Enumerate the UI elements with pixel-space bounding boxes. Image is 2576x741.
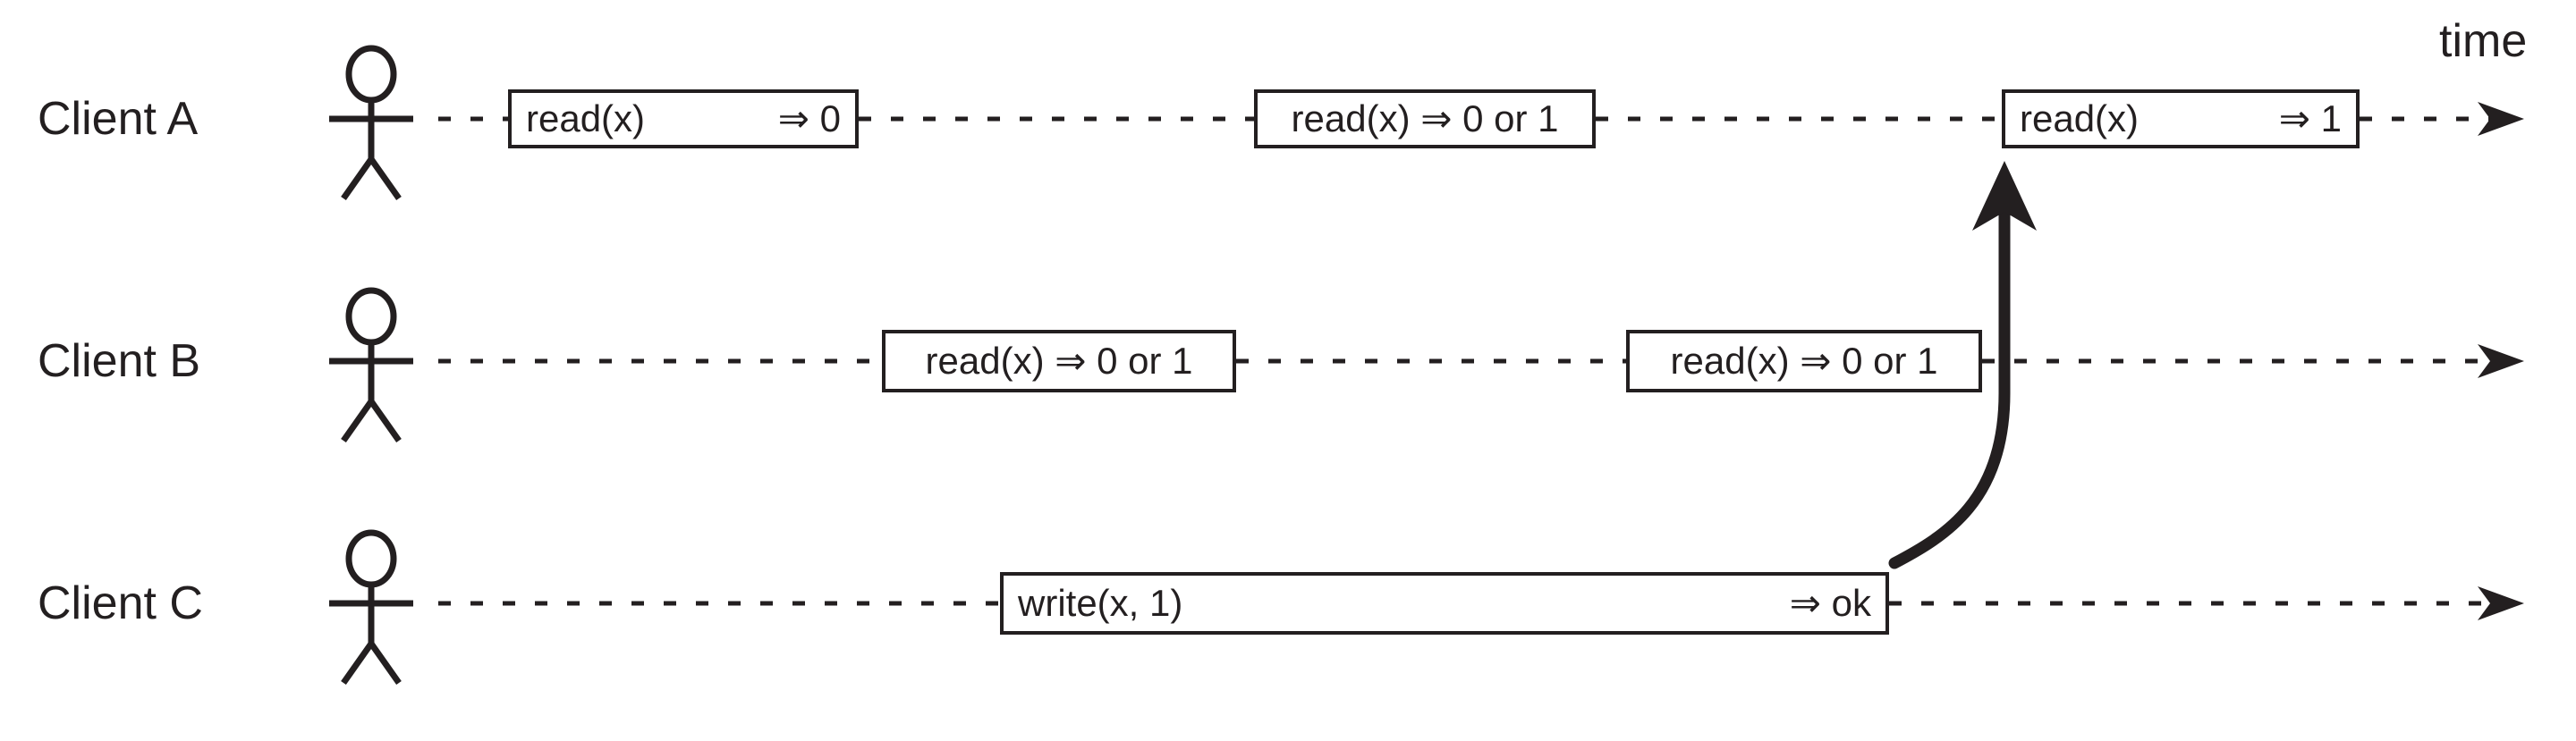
operation-return-label: ⇒ ok	[1789, 582, 1871, 624]
stick-figure-client-b	[329, 287, 413, 443]
operation-box-a-read-2: read(x) ⇒ 0 or 1	[1254, 89, 1596, 148]
operation-box-c-write-1: write(x, 1) ⇒ ok	[1000, 572, 1889, 635]
operation-call-label: read(x) ⇒ 0 or 1	[925, 340, 1193, 382]
timeline-arrowhead-client-b	[2478, 344, 2524, 378]
stick-figure-client-a	[329, 45, 413, 201]
operation-box-b-read-1: read(x) ⇒ 0 or 1	[882, 330, 1236, 392]
operation-box-a-read-3: read(x) ⇒ 1	[2002, 89, 2360, 148]
lane-label-client-b: Client B	[38, 335, 201, 387]
operation-return-label: ⇒ 1	[2278, 97, 2342, 139]
operation-call-label: read(x) ⇒ 0 or 1	[1291, 97, 1559, 139]
time-axis-label: time	[2439, 15, 2528, 67]
operation-call-label: write(x, 1)	[1018, 582, 1183, 624]
operation-return-label: ⇒ 0	[777, 97, 841, 139]
operation-call-label: read(x)	[2020, 97, 2140, 139]
write-to-read-arrow	[1888, 161, 2037, 569]
timeline-arrowhead-client-a	[2478, 102, 2524, 136]
operation-box-a-read-1: read(x) ⇒ 0	[508, 89, 859, 148]
stick-figure-client-c	[329, 529, 413, 686]
operation-call-label: read(x) ⇒ 0 or 1	[1670, 340, 1938, 382]
lane-label-client-c: Client C	[38, 577, 203, 629]
lane-label-client-a: Client A	[38, 93, 199, 145]
operation-call-label: read(x)	[526, 97, 646, 139]
timeline-arrowhead-client-c	[2478, 586, 2524, 620]
operation-box-b-read-2: read(x) ⇒ 0 or 1	[1626, 330, 1982, 392]
